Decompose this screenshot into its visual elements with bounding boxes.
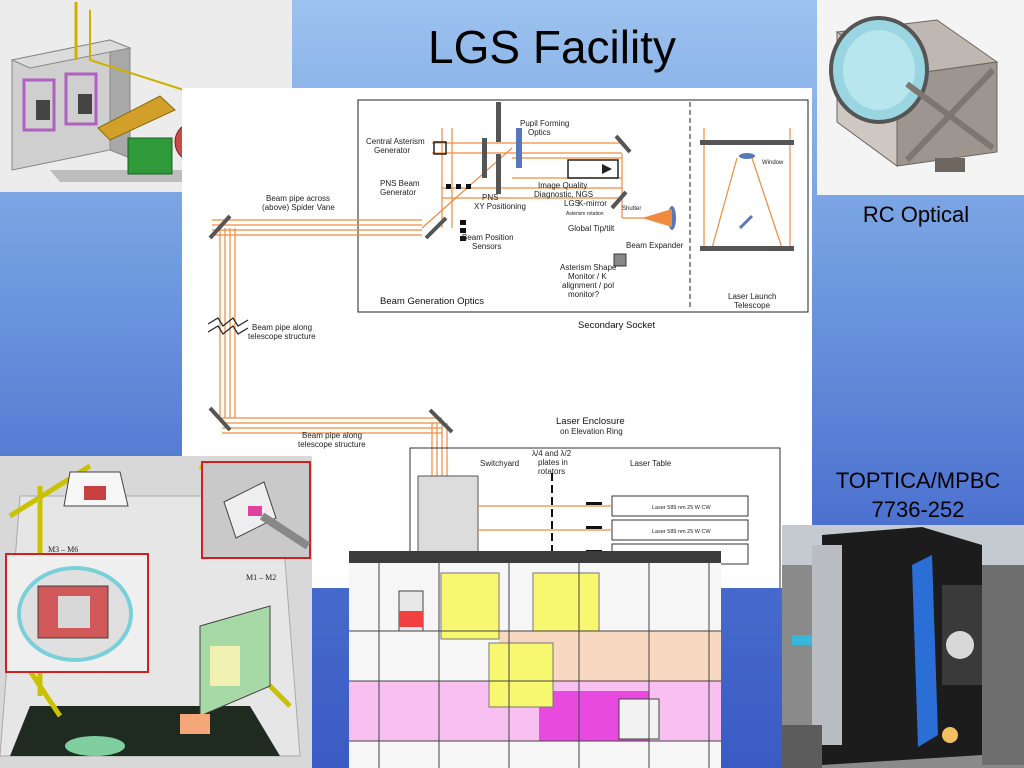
label-laser-launch-1: Laser Launch	[728, 292, 776, 301]
label-beam-pipe-telescope-b1: Beam pipe along	[302, 431, 362, 440]
rc-optical-caption: RC Optical	[862, 202, 970, 227]
label-beam-pipe-spider-2: (above) Spider Vane	[262, 203, 335, 212]
label-window: Window	[762, 160, 784, 166]
label-shutter: Shutter	[622, 206, 641, 212]
label-pns-beam-1: PNS Beam	[380, 179, 420, 188]
label-laser-unit-1: Laser 589 nm 25 W CW	[652, 505, 711, 511]
label-asterism-shape-1: Asterism Shape	[560, 263, 617, 272]
label-beam-generation-optics: Beam Generation Optics	[380, 296, 484, 307]
label-pupil-forming-1: Pupil Forming	[520, 119, 569, 128]
telescope-cad-image: M3 – M6 M1 – M2	[0, 456, 312, 768]
label-beam-pipe-spider-1: Beam pipe across	[266, 194, 330, 203]
slide-title: LGS Facility	[428, 21, 676, 73]
label-pupil-forming-2: Optics	[528, 128, 551, 137]
label-k-mirror: K-mirror	[578, 199, 607, 208]
label-beam-expander: Beam Expander	[626, 241, 684, 250]
label-waveplates-3: rotators	[538, 467, 565, 476]
label-asterism-shape-3: alignment / pol	[562, 281, 614, 290]
toptica-caption-line2: 7736-252	[871, 497, 965, 522]
label-waveplates-1: λ/4 and λ/2	[532, 449, 572, 458]
label-asterism-rotation: Asterism rotation	[566, 211, 604, 217]
label-laser-enclosure-2: on Elevation Ring	[560, 427, 623, 436]
label-image-quality-1: Image Quality	[538, 181, 587, 190]
label-laser-unit-2: Laser 589 nm 25 W CW	[652, 529, 711, 535]
label-pns-xy-2: XY Positioning	[474, 202, 526, 211]
label-laser-table: Laser Table	[630, 459, 672, 468]
label-beam-pipe-telescope-b2: telescope structure	[298, 440, 366, 449]
label-beam-pipe-telescope-1: Beam pipe along	[252, 323, 312, 332]
label-secondary-socket: Secondary Socket	[578, 320, 655, 331]
label-laser-enclosure-1: Laser Enclosure	[556, 416, 625, 427]
label-asterism-shape-2: Monitor / K	[568, 272, 607, 281]
label-waveplates-2: plates in	[538, 458, 568, 467]
label-image-quality-3: LGS	[564, 199, 580, 208]
label-central-asterism-2: Generator	[374, 146, 410, 155]
label-beam-position-2: Sensors	[472, 242, 501, 251]
beam-path-diagram: Pupil Forming Optics Central Asterism Ge…	[182, 88, 812, 588]
toptica-caption-line1: TOPTICA/MPBC	[835, 468, 1001, 493]
label-pns-xy-1: PNS	[482, 193, 498, 202]
rc-optical-image	[817, 0, 1024, 195]
label-central-asterism-1: Central Asterism	[366, 137, 425, 146]
label-pns-beam-2: Generator	[380, 188, 416, 197]
label-laser-launch-2: Telescope	[734, 301, 771, 310]
label-m1-m2: M1 – M2	[246, 573, 276, 582]
label-m3-m6: M3 – M6	[48, 545, 78, 554]
label-image-quality-2: Diagnostic, NGS	[534, 190, 593, 199]
enclosure-floor-plan	[349, 551, 721, 768]
label-beam-pipe-telescope-2: telescope structure	[248, 332, 316, 341]
toptica-laser-photo	[782, 525, 1024, 768]
label-global-tiptilt: Global Tip/tilt	[568, 224, 615, 233]
label-switchyard: Switchyard	[480, 459, 519, 468]
label-beam-position-1: Beam Position	[462, 233, 514, 242]
label-asterism-shape-4: monitor?	[568, 290, 600, 299]
